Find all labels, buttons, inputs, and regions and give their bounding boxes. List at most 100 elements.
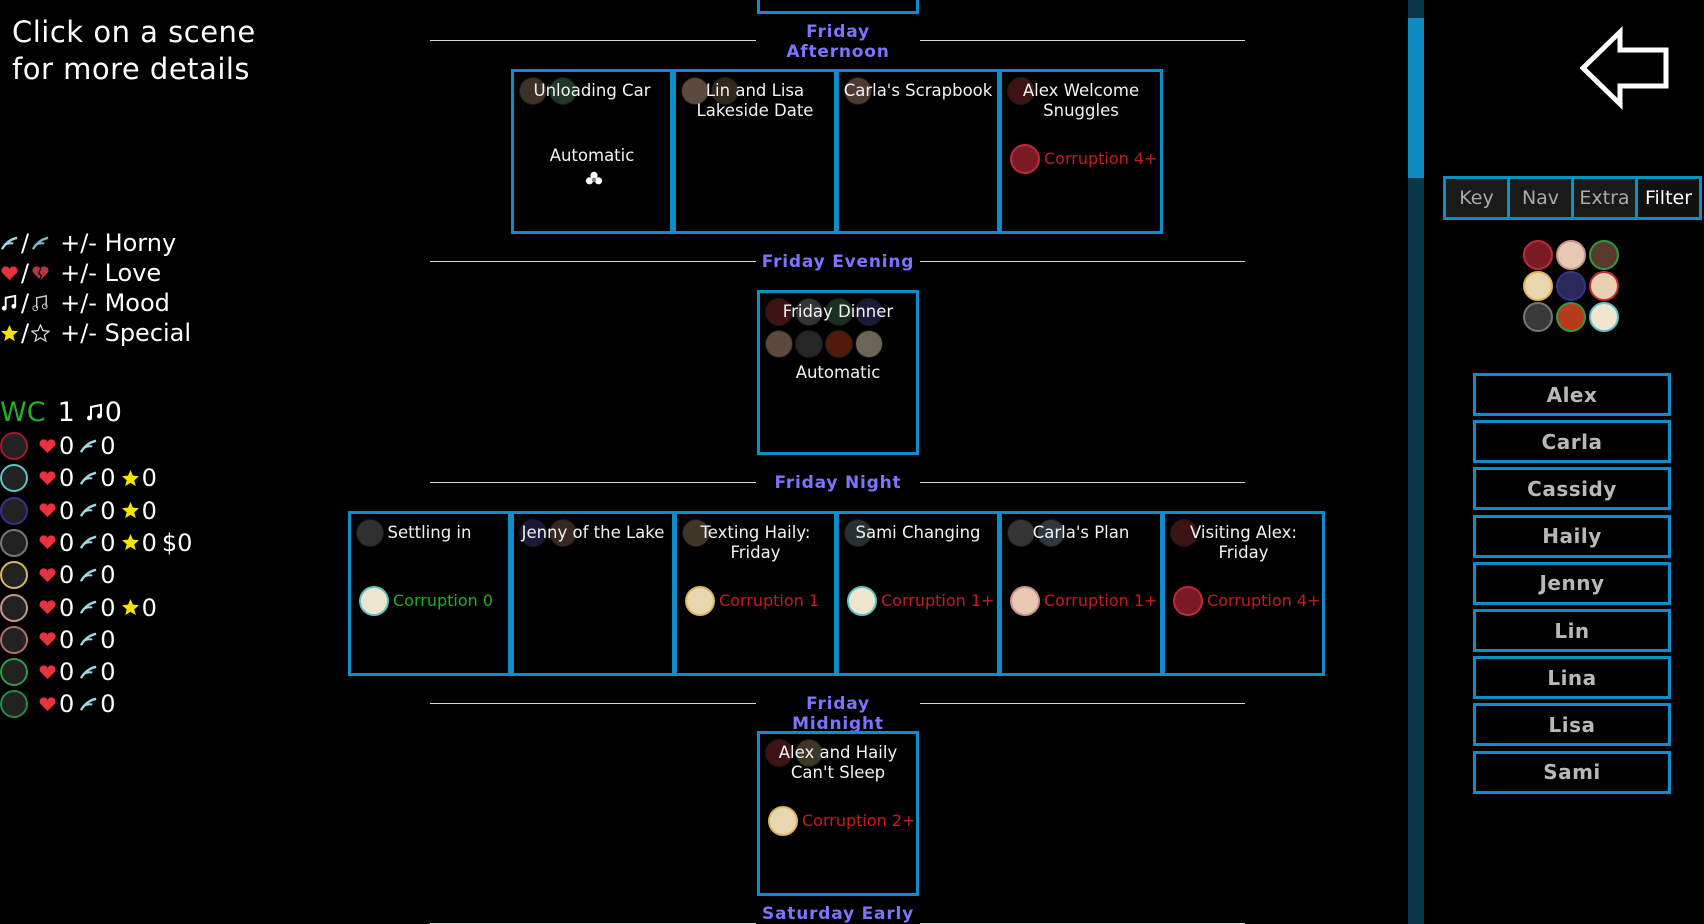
tab-nav[interactable]: Nav: [1510, 179, 1574, 217]
scene-card-friday-dinner[interactable]: Friday Dinner Automatic: [757, 290, 919, 455]
love-value: 0: [59, 561, 75, 590]
tab-extra[interactable]: Extra: [1574, 179, 1638, 217]
horny-value: 0: [100, 593, 116, 622]
scene-faces: [765, 298, 887, 326]
character-button-jenny[interactable]: Jenny: [1473, 561, 1671, 605]
back-arrow-icon[interactable]: [1580, 26, 1670, 110]
avatar-haily[interactable]: [1523, 271, 1553, 301]
scene-title: Lin and Lisa Lakeside Date: [696, 81, 814, 120]
avatar: [0, 625, 28, 654]
heart-icon: [39, 632, 56, 647]
avatar-carla[interactable]: [1556, 240, 1586, 270]
character-button-cassidy[interactable]: Cassidy: [1473, 467, 1671, 511]
scene-title: Alex Welcome Snuggles: [1022, 81, 1140, 120]
wc-mood: 0: [104, 397, 122, 428]
character-button-lina[interactable]: Lina: [1473, 656, 1671, 700]
avatar-alex[interactable]: [1523, 240, 1553, 270]
scene-card-previous[interactable]: [757, 0, 919, 14]
avatar-jenny[interactable]: [1556, 271, 1586, 301]
avatar-alex: [1173, 586, 1203, 616]
broken-heart-icon: [32, 265, 49, 280]
character-button-haily[interactable]: Haily: [1473, 514, 1671, 558]
wc-label: WC: [0, 397, 46, 428]
character-button-lisa[interactable]: Lisa: [1473, 703, 1671, 747]
scene-card-jenny-of-the-lake[interactable]: Jenny of the Lake: [511, 511, 675, 676]
character-button-sami[interactable]: Sami: [1473, 750, 1671, 794]
avatar-sami[interactable]: [1589, 302, 1619, 332]
horny-icon: [80, 503, 97, 517]
avatar-lin[interactable]: [1589, 240, 1619, 270]
tab-filter[interactable]: Filter: [1638, 179, 1699, 217]
avatar-lisa[interactable]: [1556, 302, 1586, 332]
money-value: $0: [161, 528, 193, 557]
wc-line: WC 1 0: [0, 396, 122, 430]
star-icon: [121, 598, 139, 616]
requirement-text: Corruption 4+: [1207, 591, 1321, 610]
scene-card-unloading-car[interactable]: Unloading Car Automatic: [511, 69, 673, 234]
horny-value: 0: [100, 432, 116, 460]
avatar-lina[interactable]: [1589, 271, 1619, 301]
separator: [920, 703, 1245, 704]
scene-card-carlas-plan[interactable]: Carla's Plan Corruption 1+: [999, 511, 1163, 676]
avatar-cassidy[interactable]: [1523, 302, 1553, 332]
horny-value: 0: [100, 528, 116, 557]
special-value: 0: [141, 593, 157, 622]
scene-card-lin-and-lisa-lakeside-date[interactable]: Lin and Lisa Lakeside Date: [673, 69, 837, 234]
scene-card-sami-changing[interactable]: Sami Changing Corruption 1+: [836, 511, 1000, 676]
separator: [430, 261, 756, 262]
legend-love: / +/- Love: [0, 257, 161, 289]
scene-card-alex-and-haily-cant-sleep[interactable]: Alex and Haily Can't Sleep Corruption 2+: [757, 731, 919, 896]
period-saturday-early: Saturday Early: [761, 904, 915, 924]
scene-title: Jenny of the Lake: [521, 523, 665, 542]
scrollbar-thumb[interactable]: [1408, 18, 1424, 178]
requirement-text: Corruption 1+: [1044, 591, 1158, 610]
character-button-lin[interactable]: Lin: [1473, 609, 1671, 652]
heart-icon: [39, 535, 56, 550]
requirement-text: Corruption 1+: [881, 591, 995, 610]
heart-icon: [39, 697, 56, 712]
scene-card-carlas-scrapbook[interactable]: Carla's Scrapbook: [836, 69, 1000, 234]
scene-title: Sami Changing: [855, 523, 981, 542]
avatar: [0, 464, 28, 493]
star-outline-icon: [31, 323, 51, 342]
character-button-alex[interactable]: Alex: [1473, 373, 1671, 416]
avatar-haily: [685, 586, 715, 616]
horny-icon: [80, 471, 97, 485]
love-value: 0: [59, 464, 75, 493]
legend-mood-text: +/- Mood: [60, 289, 170, 317]
tab-key[interactable]: Key: [1446, 179, 1510, 217]
heart-icon: [1, 265, 18, 280]
scene-card-texting-haily-friday[interactable]: Texting Haily: Friday Corruption 1: [674, 511, 837, 676]
character-avatar-grid: [1523, 240, 1623, 332]
scene-card-visiting-alex-friday[interactable]: Visiting Alex: Friday Corruption 4+: [1162, 511, 1325, 676]
period-friday-afternoon: Friday Afternoon: [786, 22, 890, 62]
period-friday-evening: Friday Evening: [761, 252, 915, 272]
horny-value: 0: [100, 625, 116, 654]
horny-value: 0: [100, 658, 116, 687]
special-value: 0: [141, 464, 157, 493]
requirement-text: Corruption 1: [719, 591, 820, 610]
legend-special: / +/- Special: [0, 317, 191, 349]
flower-icon: [585, 171, 603, 185]
horny-up-icon: [0, 236, 18, 250]
tab-bar: Key Nav Extra Filter: [1443, 176, 1702, 220]
avatar-alex: [1010, 144, 1040, 174]
legend-horny: / +/- Horny: [0, 227, 176, 259]
star-icon: [121, 534, 139, 551]
character-button-carla[interactable]: Carla: [1473, 420, 1671, 464]
avatar-carla: [1010, 586, 1040, 616]
scene-card-alex-welcome-snuggles[interactable]: Alex Welcome Snuggles Corruption 4+: [999, 69, 1163, 234]
requirement-text: Corruption 4+: [1044, 149, 1158, 168]
scene-title: Friday Dinner: [782, 302, 894, 321]
horny-value: 0: [100, 690, 116, 719]
scene-requirement: Corruption 4+: [1010, 144, 1157, 174]
star-icon: [0, 324, 19, 341]
scrollbar-track[interactable]: [1408, 0, 1424, 924]
instructions-line-2: for more details: [12, 52, 251, 86]
scene-card-settling-in[interactable]: Settling in Corruption 0: [348, 511, 511, 676]
horny-icon: [80, 600, 97, 614]
